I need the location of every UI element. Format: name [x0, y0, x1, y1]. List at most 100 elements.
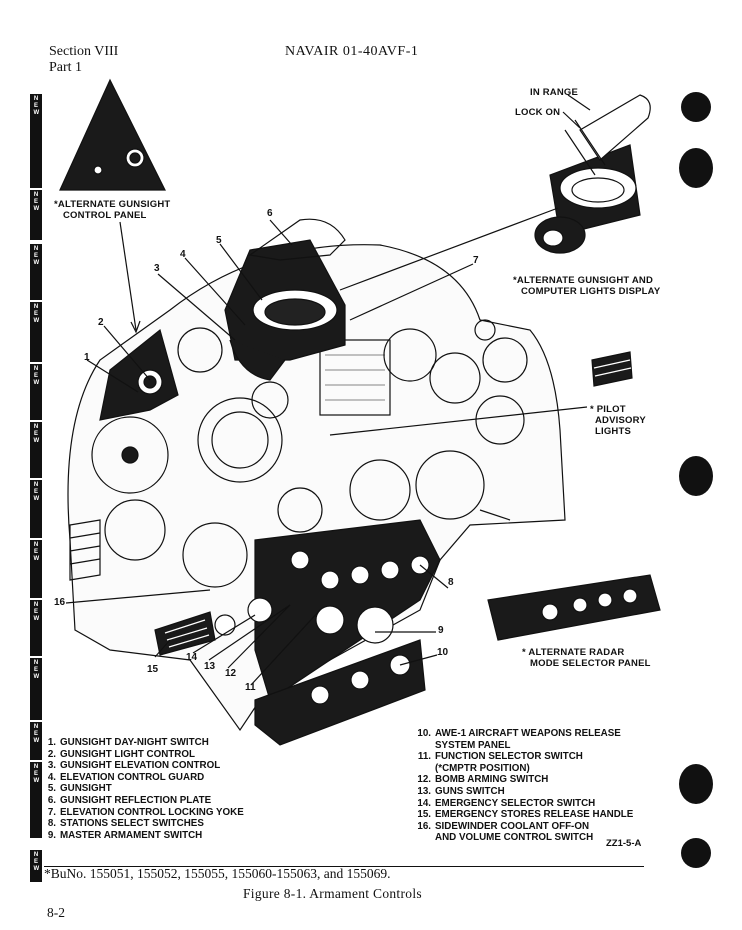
callout-line: *ALTERNATE GUNSIGHT	[54, 199, 171, 210]
lock-on-label: LOCK ON	[515, 107, 561, 118]
callout-line: * ALTERNATE RADAR	[522, 647, 625, 658]
part-label: Part 1	[49, 60, 83, 75]
legend-number: 1.	[47, 737, 56, 748]
change-bar-label: NEW	[33, 764, 40, 784]
callout-number: 7	[473, 255, 479, 266]
pilot-advisory-label: * PILOT ADVISORY LIGHTS	[590, 404, 646, 437]
legend-text: ELEVATION CONTROL LOCKING YOKE	[60, 806, 244, 818]
change-bar: NEW	[30, 480, 42, 538]
change-bar-label: NEW	[33, 660, 40, 680]
change-bar: NEW	[30, 94, 42, 188]
figure-caption: Figure 8-1. Armament Controls	[243, 886, 422, 901]
alt-gunsight-computer-label: *ALTERNATE GUNSIGHT AND COMPUTER LIGHTS …	[513, 275, 660, 297]
legend-text: GUNSIGHT ELEVATION CONTROL	[60, 760, 221, 772]
change-bar: NEW	[30, 302, 42, 362]
legend-item: 11.FUNCTION SELECTOR SWITCH(*CMPTR POSIT…	[411, 751, 633, 774]
change-bar: NEW	[30, 244, 42, 300]
change-bar: NEW	[30, 190, 42, 240]
legend-number: 16.	[417, 820, 431, 832]
legend-item: 8.STATIONS SELECT SWITCHES	[36, 818, 244, 830]
legend-text: GUNS SWITCH	[435, 785, 505, 797]
legend-text-continued: AND VOLUME CONTROL SWITCH	[435, 832, 594, 844]
legend-number: 8.	[47, 818, 56, 830]
alt-gunsight-panel-label: *ALTERNATE GUNSIGHT CONTROL PANEL	[54, 199, 170, 221]
callout-number: 5	[216, 235, 222, 246]
legend-item: 2. GUNSIGHT LIGHT CONTROL	[36, 749, 244, 761]
legend-item: 15. EMERGENCY STORES RELEASE HANDLE	[411, 809, 633, 821]
callout-line: *ALTERNATE GUNSIGHT AND	[513, 275, 654, 286]
legend-text: EMERGENCY STORES RELEASE HANDLE	[435, 809, 634, 821]
change-bar-label: NEW	[33, 96, 40, 116]
legend-number: 2.	[47, 748, 56, 760]
legend-item: 1.GUNSIGHT DAY-NIGHT SWITCH	[36, 737, 244, 749]
change-bar: NEW	[30, 722, 42, 760]
binder-hole	[681, 838, 711, 868]
callout-line: CONTROL PANEL	[63, 210, 147, 221]
alt-radar-panel-label: * ALTERNATE RADAR MODE SELECTOR PANEL	[522, 647, 651, 669]
doc-number: NAVAIR 01-40AVF-1	[285, 44, 419, 59]
callout-number: 10	[437, 647, 449, 658]
legend-number: 15.	[417, 809, 431, 821]
change-bar: NEW	[30, 364, 42, 420]
change-bar-label: NEW	[33, 366, 40, 386]
change-bar-label: NEW	[33, 724, 40, 744]
legend-number: 12.	[417, 774, 431, 786]
legend-item: 12. BOMB ARMING SWITCH	[411, 774, 633, 786]
legend-number: 3.	[47, 760, 56, 772]
legend-text: GUNSIGHT	[60, 783, 112, 795]
legend-item: 13.GUNS SWITCH	[411, 786, 633, 798]
legend-item: 6. GUNSIGHT REFLECTION PLATE	[36, 795, 244, 807]
legend-text: MASTER ARMAMENT SWITCH	[60, 829, 203, 841]
section-label: Section VIII	[49, 44, 119, 59]
legend-number: 4.	[47, 771, 56, 783]
legend-item: 3. GUNSIGHT ELEVATION CONTROL	[36, 760, 244, 772]
callout-number: 13	[204, 661, 216, 672]
change-bar: NEW	[30, 850, 42, 882]
callout-number: 3	[154, 263, 160, 274]
change-bar-label: NEW	[33, 852, 40, 872]
callout-number: 1	[84, 352, 90, 363]
change-bar: NEW	[30, 658, 42, 720]
callout-number: 12	[225, 668, 237, 679]
change-bar: NEW	[30, 540, 42, 598]
legend-item: 7.ELEVATION CONTROL LOCKING YOKE	[36, 807, 244, 819]
legend-item: 9. MASTER ARMAMENT SWITCH	[36, 830, 244, 842]
callout-line: ADVISORY	[595, 415, 646, 426]
legend-text-continued: (*CMPTR POSITION)	[435, 762, 530, 774]
footnote: *BuNo. 155051, 155052, 155055, 155060-15…	[44, 866, 391, 881]
legend-text: ELEVATION CONTROL GUARD	[60, 771, 205, 783]
callout-line: LIGHTS	[595, 426, 632, 437]
callout-line: MODE SELECTOR PANEL	[530, 658, 651, 669]
callout-number: 2	[98, 317, 104, 328]
page-number: 8-2	[47, 905, 65, 920]
legend-text-continued: SYSTEM PANEL	[435, 739, 511, 751]
figure-code: ZZ1-5-A	[606, 838, 642, 849]
legend-text: GUNSIGHT LIGHT CONTROL	[60, 748, 195, 760]
legend-number: 6.	[47, 794, 56, 806]
callout-number: 11	[245, 682, 256, 693]
legend-text: GUNSIGHT REFLECTION PLATE	[60, 794, 212, 806]
callout-number: 6	[267, 208, 273, 219]
legend-text: SIDEWINDER COOLANT OFF-ON	[435, 820, 590, 832]
callout-number: 15	[147, 664, 159, 675]
change-bar-label: NEW	[33, 424, 40, 444]
callout-number: 14	[186, 652, 198, 663]
binder-hole	[679, 764, 713, 804]
change-bar-label: NEW	[33, 602, 40, 622]
legend-text: BOMB ARMING SWITCH	[435, 774, 549, 786]
callout-line: COMPUTER LIGHTS DISPLAY	[521, 286, 661, 297]
binder-hole	[681, 92, 711, 122]
legend-item: 4. ELEVATION CONTROL GUARD	[36, 772, 244, 784]
change-bar-label: NEW	[33, 246, 40, 266]
legend-number: 9.	[47, 829, 56, 841]
change-bar-label: NEW	[33, 482, 40, 502]
legend-number: 5.	[47, 783, 56, 795]
legend-item: 5. GUNSIGHT	[36, 783, 244, 795]
change-bar-label: NEW	[33, 192, 40, 212]
binder-hole	[679, 148, 713, 188]
